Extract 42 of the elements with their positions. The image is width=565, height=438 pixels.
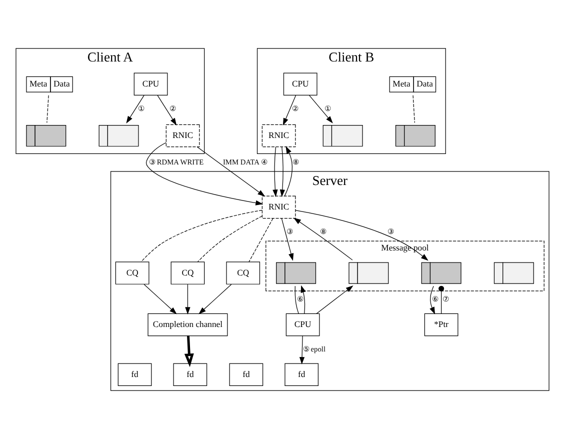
arrow bbox=[280, 146, 285, 196]
arrow bbox=[198, 284, 232, 314]
node-box: CPU bbox=[286, 312, 320, 336]
node-box: CQ bbox=[115, 261, 150, 284]
arrow bbox=[146, 142, 264, 205]
node-box: fd bbox=[173, 362, 208, 386]
node-box: CPU bbox=[134, 72, 168, 95]
arrow bbox=[282, 94, 296, 126]
node-box: fd bbox=[284, 362, 318, 386]
arrow bbox=[281, 218, 294, 260]
connector bbox=[197, 215, 262, 262]
node-box: CPU bbox=[283, 72, 318, 95]
connector bbox=[438, 285, 444, 314]
connector bbox=[46, 94, 49, 123]
arrow bbox=[294, 217, 353, 260]
arrow bbox=[316, 284, 354, 314]
arrow bbox=[272, 146, 278, 196]
arrow bbox=[284, 146, 292, 196]
node-box: Completion channel bbox=[148, 312, 228, 336]
node-box: *Ptr bbox=[424, 312, 458, 336]
arrow bbox=[300, 284, 306, 314]
arrow bbox=[430, 285, 436, 314]
arrow bbox=[126, 94, 144, 123]
arrow bbox=[185, 284, 190, 314]
node-box: CQ bbox=[170, 261, 205, 284]
connector bbox=[140, 209, 262, 262]
arrow bbox=[196, 146, 266, 196]
arrow bbox=[157, 94, 177, 125]
connector bbox=[248, 218, 274, 262]
arrow bbox=[309, 94, 333, 123]
node-box: RNIC bbox=[262, 195, 296, 218]
arrow bbox=[184, 335, 194, 367]
connector bbox=[294, 285, 299, 314]
node-box: fd bbox=[229, 362, 264, 386]
node-box: fd bbox=[118, 362, 152, 386]
arrow bbox=[144, 284, 177, 314]
arrow bbox=[299, 335, 305, 364]
arrow bbox=[295, 210, 428, 260]
node-box: CQ bbox=[226, 261, 260, 284]
node-box: RNIC bbox=[166, 124, 200, 147]
connector bbox=[412, 94, 415, 123]
node-box: RNIC bbox=[262, 124, 296, 147]
